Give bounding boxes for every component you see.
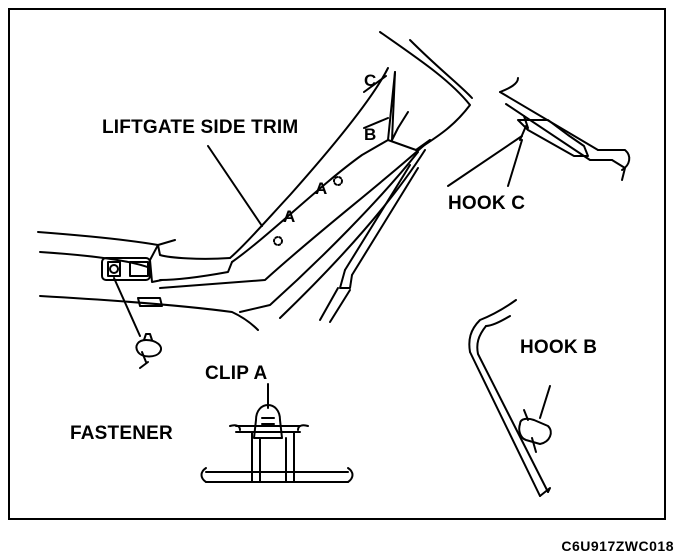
fastener-label: FASTENER [70,423,173,444]
clip-a-detail [200,383,354,483]
hook-c-label: HOOK C [448,193,526,214]
hook-b-label: HOOK B [520,337,598,358]
figure-frame [8,8,666,520]
liftgate-side-trim-label: LIFTGATE SIDE TRIM [102,117,299,138]
hook-c-detail [499,77,631,187]
figure-code: C6U917ZWC018 [561,538,674,554]
marker-b: B [364,125,377,144]
leader-lines [207,75,523,227]
liftgate-side-trim-panel [149,67,431,289]
marker-c: C [364,71,377,90]
marker-a-lower: A [283,207,296,226]
clip-a-marks [273,176,343,246]
hook-b-detail [468,299,552,497]
marker-a-upper: A [315,179,328,198]
clip-a-label: CLIP A [205,363,268,384]
fastener-assembly [101,257,163,369]
body-pillar-lines [37,31,473,331]
